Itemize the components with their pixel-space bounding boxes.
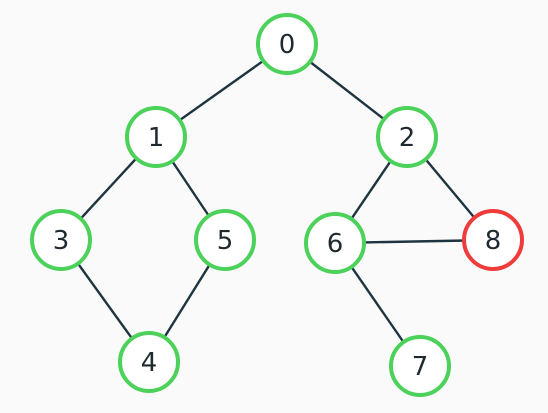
- node-label-8: 8: [485, 226, 502, 256]
- node-7[interactable]: 7: [389, 335, 451, 397]
- node-1[interactable]: 1: [125, 106, 187, 168]
- node-circle-2: [376, 106, 438, 168]
- edge-layer: [59, 42, 495, 368]
- node-circle-4: [118, 331, 180, 393]
- node-circle-3: [30, 209, 92, 271]
- node-5[interactable]: 5: [194, 209, 256, 271]
- node-circle-8: [462, 209, 524, 271]
- node-8[interactable]: 8: [462, 209, 524, 271]
- node-0[interactable]: 0: [256, 13, 318, 75]
- node-circle-1: [125, 106, 187, 168]
- node-circle-7: [389, 335, 451, 397]
- node-3[interactable]: 3: [30, 209, 92, 271]
- node-circle-5: [194, 209, 256, 271]
- node-label-4: 4: [141, 348, 158, 378]
- node-layer: 0 1 2 3 5 6 8 4 7: [30, 13, 524, 397]
- node-label-3: 3: [53, 226, 70, 256]
- node-circle-0: [256, 13, 318, 75]
- node-label-0: 0: [279, 30, 296, 60]
- node-circle-6: [304, 212, 366, 274]
- node-label-6: 6: [327, 229, 344, 259]
- node-2[interactable]: 2: [376, 106, 438, 168]
- node-label-5: 5: [217, 226, 234, 256]
- node-4[interactable]: 4: [118, 331, 180, 393]
- node-label-2: 2: [399, 123, 416, 153]
- node-6[interactable]: 6: [304, 212, 366, 274]
- node-label-1: 1: [148, 123, 165, 153]
- node-label-7: 7: [412, 352, 429, 382]
